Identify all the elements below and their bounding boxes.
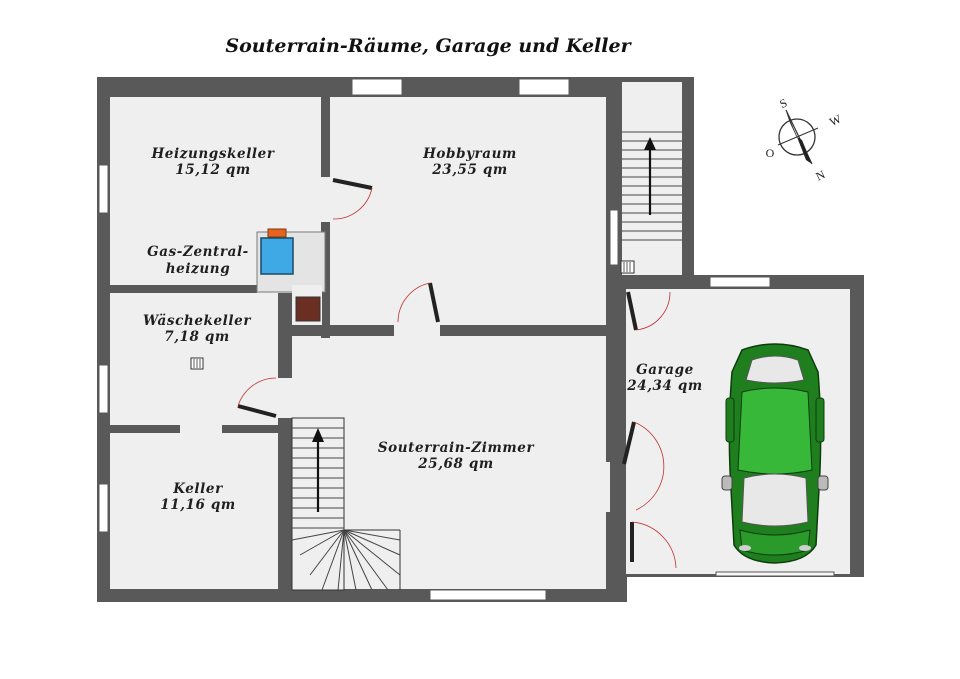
window-garage [709, 276, 771, 288]
wall-keller-top-right [222, 425, 292, 433]
room-name-keller: Keller [172, 481, 223, 497]
compass-icon: S O W N [766, 96, 844, 184]
wall-waesche-right [278, 293, 292, 378]
wall-heizung-hobby-upper [321, 97, 330, 177]
doors [237, 178, 677, 569]
window-waesche [98, 364, 109, 414]
room-area-keller: 11,16 qm [160, 497, 236, 513]
label-gas-line1: Gas-Zentral- [147, 244, 249, 260]
winder-steps [291, 529, 401, 591]
window-souterrain [429, 589, 547, 601]
floor-drains [190, 260, 635, 370]
compass-n: N [813, 167, 827, 183]
window-keller [98, 483, 109, 533]
wall-hobby-bottom-left [292, 325, 394, 336]
wall-heizung-bottom [110, 285, 257, 293]
stairs-tower [622, 131, 682, 241]
window-hobby-1 [351, 78, 403, 96]
label-gas-line2: heizung [166, 261, 230, 277]
room-name-souterrain: Souterrain-Zimmer [378, 440, 535, 456]
room-area-heizungskeller: 15,12 qm [175, 162, 251, 178]
wall-garage-left-lower [606, 512, 620, 600]
boiler-unit [260, 237, 294, 275]
room-name-waeschekeller: Wäschekeller [143, 313, 251, 329]
plan-title: Souterrain-Räume, Garage und Keller [225, 35, 632, 57]
room-name-heizungskeller: Heizungskeller [150, 146, 274, 162]
room-area-waeschekeller: 7,18 qm [164, 329, 230, 345]
window-heizung [98, 164, 109, 214]
wall-garage-left-upper [606, 330, 620, 462]
interior-walls [110, 97, 620, 600]
room-name-hobbyraum: Hobbyraum [422, 146, 517, 162]
windows [98, 78, 835, 601]
room-area-garage: 24,34 qm [626, 378, 703, 394]
door-garage-top [626, 291, 671, 331]
drain-stair [620, 260, 635, 274]
compass-s: S [777, 96, 789, 112]
compass-w: W [827, 111, 844, 129]
car-icon [721, 343, 829, 564]
window-hobby-right [609, 209, 619, 266]
stairs-souterrain [291, 417, 401, 591]
garage-door [715, 571, 835, 577]
door-heizung-hobby [332, 178, 373, 220]
wall-hobby-bottom-right [440, 325, 620, 336]
door-souterrain-garage [622, 421, 665, 511]
room-area-hobbyraum: 23,55 qm [431, 162, 508, 178]
room-name-garage: Garage [636, 362, 694, 378]
room-area-souterrain: 25,68 qm [417, 456, 494, 472]
wall-keller-right [278, 418, 292, 590]
door-waesche [237, 377, 277, 418]
storage-tank [295, 296, 321, 322]
compass-o: O [766, 146, 775, 160]
door-garage-bottom [630, 521, 677, 569]
boiler-nook [256, 228, 326, 325]
window-hobby-2 [518, 78, 570, 96]
room-labels: Heizungskeller 15,12 qm Hobbyraum 23,55 … [143, 146, 703, 513]
burner-unit [267, 228, 287, 238]
wall-keller-top-left [110, 425, 180, 433]
door-hobby-souterrain [397, 282, 440, 323]
